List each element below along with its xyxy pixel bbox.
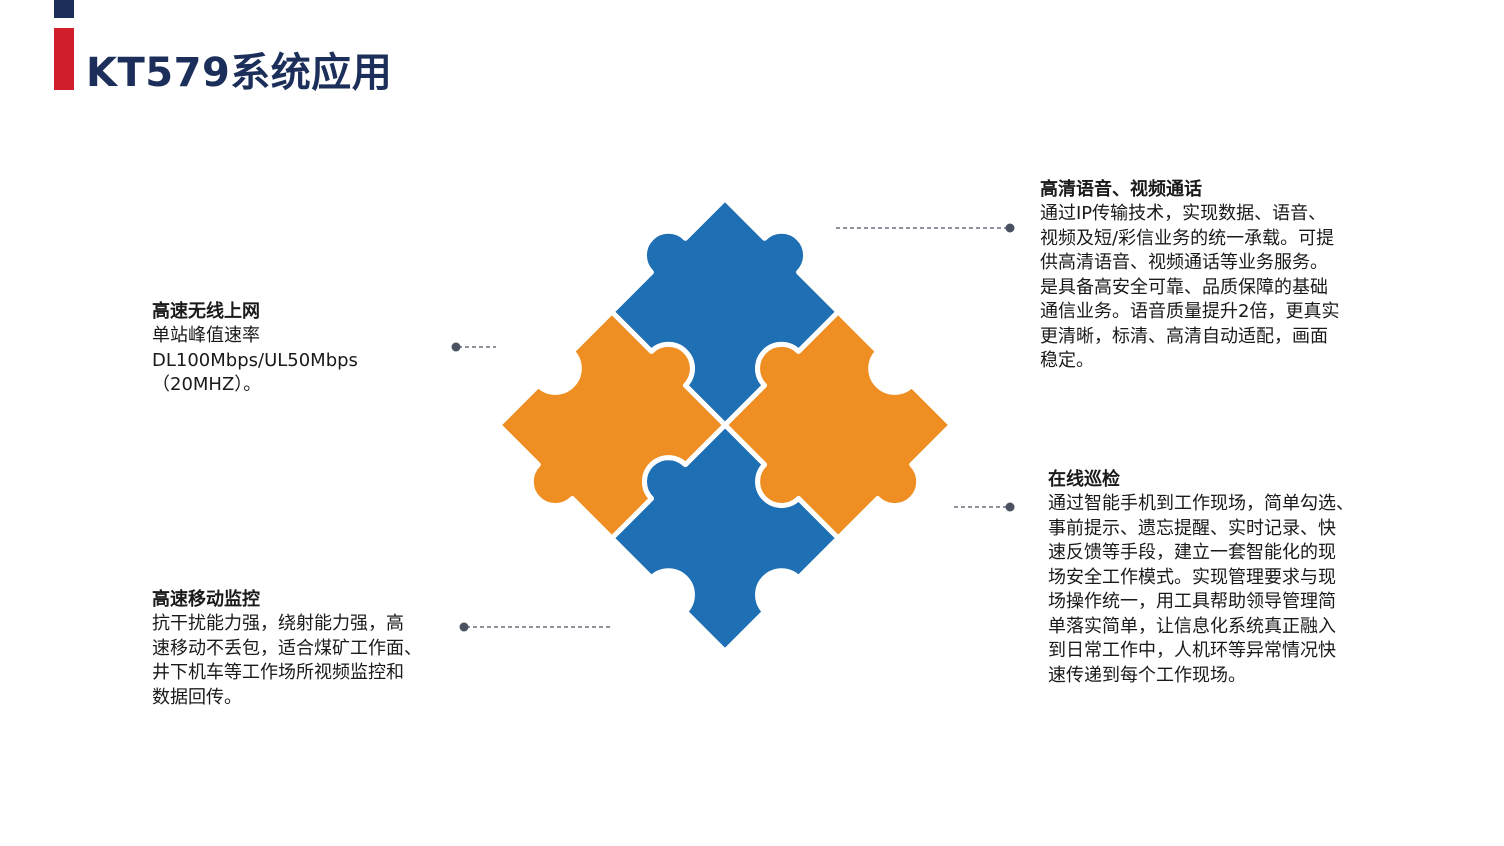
title-accent-navy <box>54 0 74 18</box>
feature-voice: 高清语音、视频通话 通过IP传输技术，实现数据、语音、 视频及短/彩信业务的统一… <box>1040 178 1400 374</box>
feature-wifi: 高速无线上网 单站峰值速率 DL100Mbps/UL50Mbps （20MHZ）… <box>152 300 472 398</box>
title-accent-red <box>54 28 74 90</box>
feature-voice-title: 高清语音、视频通话 <box>1040 179 1202 200</box>
connector-dot-patrol <box>1005 502 1015 512</box>
feature-monitor-body: 抗干扰能力强，绕射能力强，高 速移动不丢包，适合煤矿工作面、 井下机车等工作场所… <box>152 613 422 708</box>
feature-wifi-title: 高速无线上网 <box>152 301 260 322</box>
page-title: KT579系统应用 <box>86 50 393 96</box>
connectors <box>451 223 1015 632</box>
connector-dot-voice <box>1005 223 1015 233</box>
feature-monitor-title: 高速移动监控 <box>152 589 260 610</box>
feature-monitor: 高速移动监控 抗干扰能力强，绕射能力强，高 速移动不丢包，适合煤矿工作面、 井下… <box>152 588 462 710</box>
feature-voice-body: 通过IP传输技术，实现数据、语音、 视频及短/彩信业务的统一承载。可提 供高清语… <box>1040 203 1340 371</box>
feature-patrol-title: 在线巡检 <box>1048 469 1120 490</box>
puzzle-group <box>496 196 954 654</box>
feature-patrol: 在线巡检 通过智能手机到工作现场，简单勾选、 事前提示、遗忘提醒、实时记录、快 … <box>1048 468 1408 688</box>
feature-wifi-body: 单站峰值速率 DL100Mbps/UL50Mbps （20MHZ）。 <box>152 325 358 395</box>
connector-dot-wifi <box>451 342 461 352</box>
puzzle-piece-left <box>496 309 728 541</box>
connector-dot-monitor <box>459 622 469 632</box>
feature-patrol-body: 通过智能手机到工作现场，简单勾选、 事前提示、遗忘提醒、实时记录、快 速反馈等手… <box>1048 493 1354 686</box>
